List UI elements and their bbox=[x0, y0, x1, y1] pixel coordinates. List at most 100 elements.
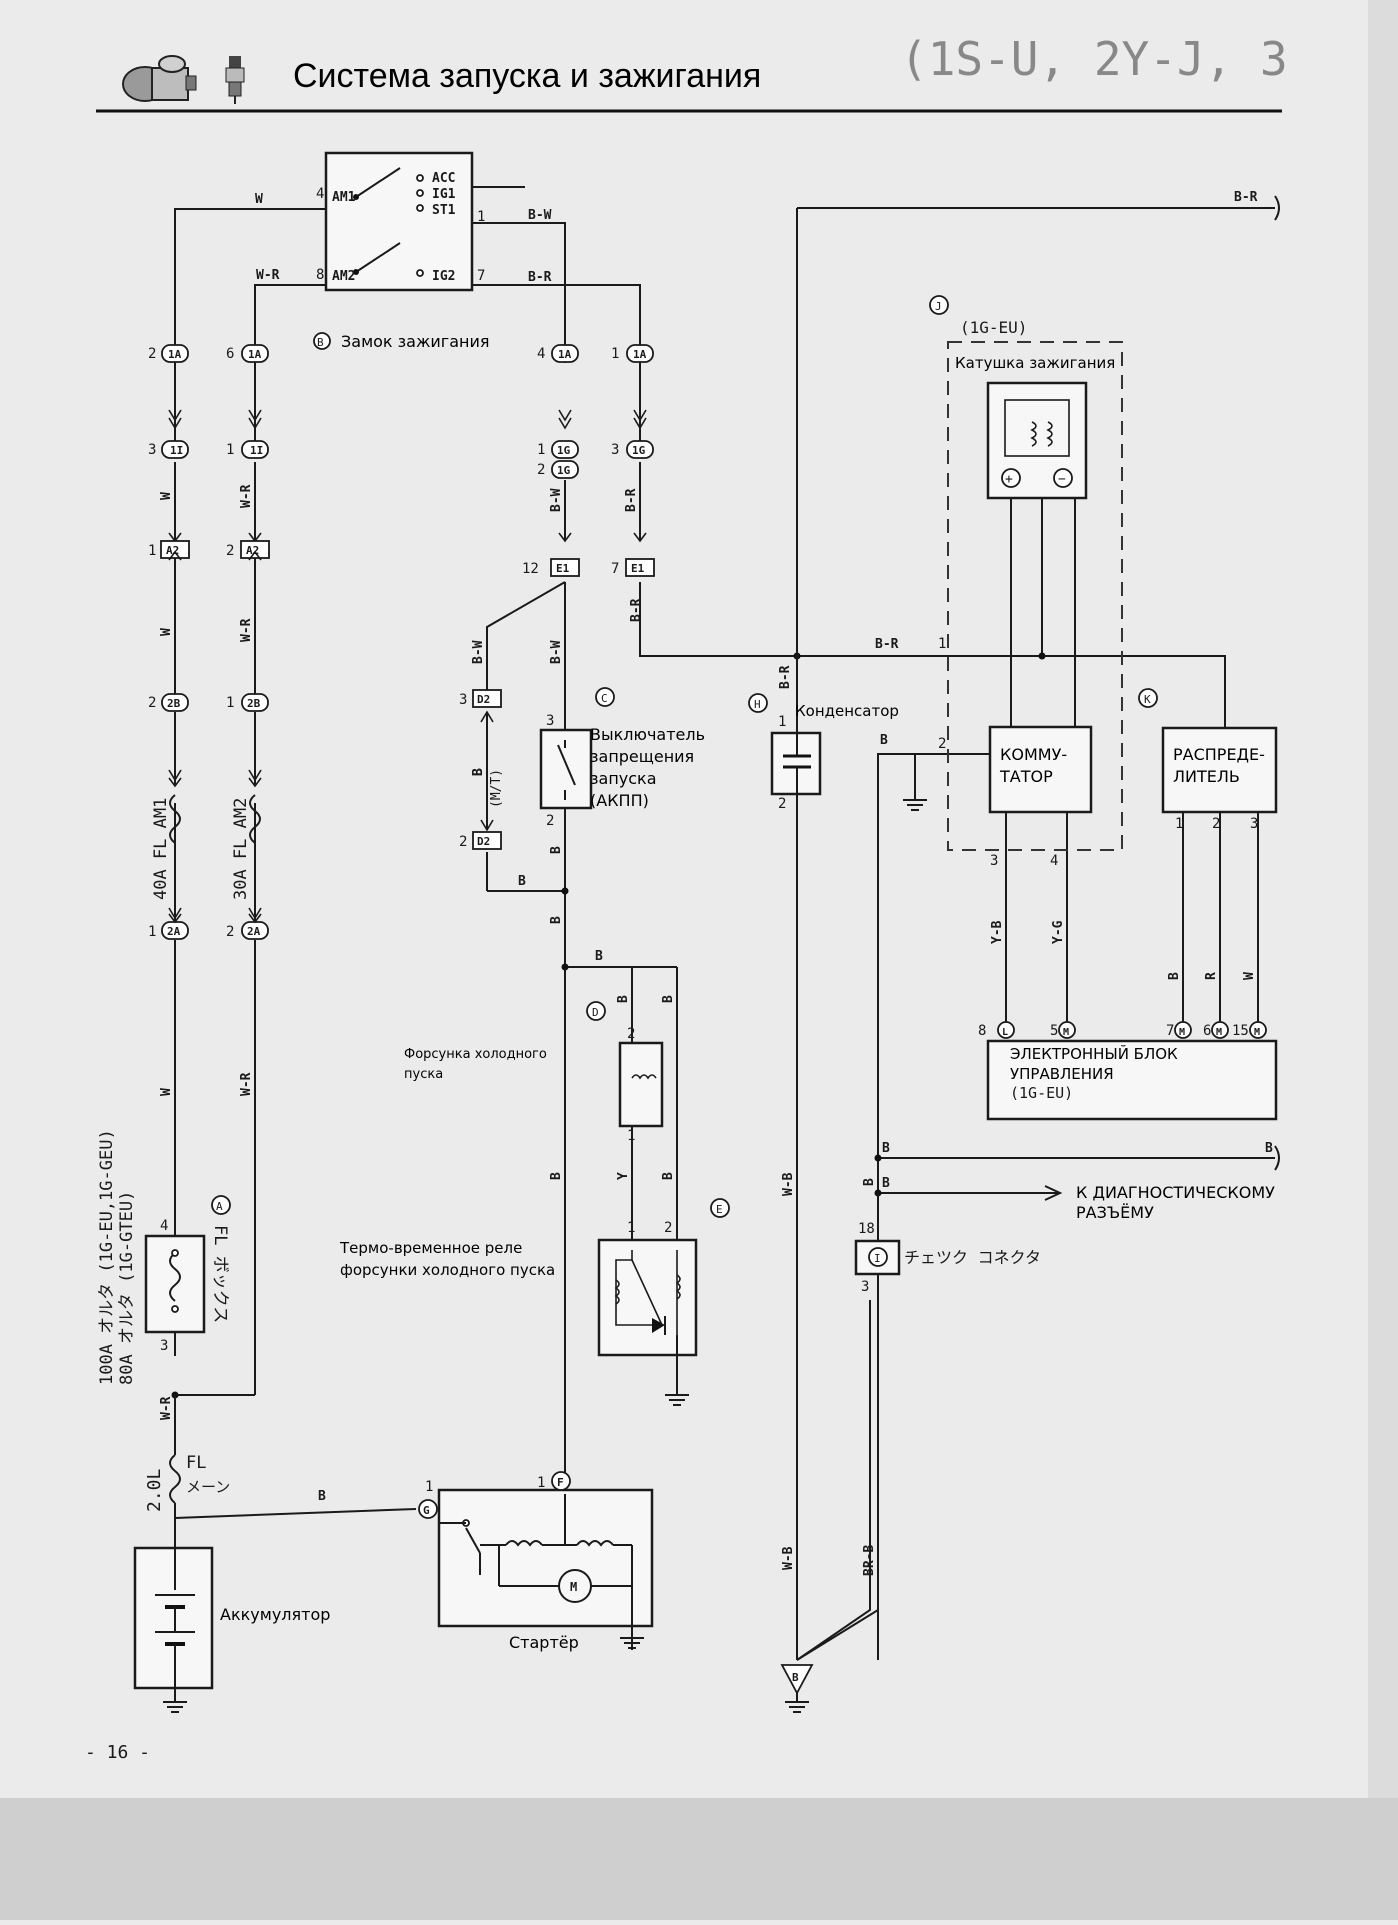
svg-text:−: − bbox=[1058, 472, 1066, 487]
svg-text:1I: 1I bbox=[250, 444, 263, 457]
ground-point-b: B bbox=[780, 1664, 814, 1713]
svg-text:1G: 1G bbox=[557, 444, 571, 457]
svg-text:B: B bbox=[471, 768, 486, 776]
svg-text:3: 3 bbox=[1250, 816, 1258, 832]
starter-label: Стартёр bbox=[509, 1633, 579, 1652]
fuse-am2: 30A FL AM2 bbox=[231, 794, 261, 900]
ecu-label-1: ЭЛЕКТРОННЫЙ БЛОК bbox=[1010, 1044, 1178, 1063]
svg-text:4: 4 bbox=[1050, 853, 1058, 869]
svg-text:I: I bbox=[874, 1252, 881, 1265]
distributor-label-2: ЛИТЕЛЬ bbox=[1173, 767, 1240, 786]
svg-text:3: 3 bbox=[990, 853, 998, 869]
check-connector: I 18 3 bbox=[854, 1193, 901, 1300]
neutral-start-switch: 3 2 C bbox=[539, 687, 615, 829]
svg-text:W-R: W-R bbox=[159, 1396, 174, 1420]
thermo-time-switch: 1 2 E bbox=[597, 1198, 730, 1406]
svg-text:1: 1 bbox=[938, 636, 946, 652]
svg-text:B: B bbox=[471, 768, 486, 776]
terminal-ig1: IG1 bbox=[432, 187, 456, 202]
svg-text:B: B bbox=[862, 1178, 877, 1186]
svg-text:B-R: B-R bbox=[778, 665, 793, 689]
neutral-switch-badge: C bbox=[601, 692, 608, 705]
svg-text:M: M bbox=[1216, 1027, 1222, 1038]
terminal-ig2: IG2 bbox=[432, 269, 455, 284]
capacitor: 1 2 H bbox=[748, 693, 822, 812]
svg-text:B: B bbox=[549, 846, 564, 854]
svg-text:W: W bbox=[159, 492, 174, 500]
svg-text:100A オルタ (1G-EU,1G-GEU): 100A オルタ (1G-EU,1G-GEU) bbox=[97, 1129, 117, 1385]
coil-variant: (1G-EU) bbox=[960, 318, 1027, 337]
pin-st1: 1 bbox=[477, 209, 485, 225]
capacitor-badge: H bbox=[754, 698, 761, 711]
svg-text:D2: D2 bbox=[477, 835, 490, 848]
thermo-switch-label-2: форсунки холодного пуска bbox=[340, 1261, 555, 1279]
svg-text:B: B bbox=[595, 949, 603, 964]
svg-text:2.0L: 2.0L bbox=[144, 1468, 165, 1512]
connector-a2-left: A2 bbox=[160, 540, 190, 559]
svg-text:B: B bbox=[882, 1176, 890, 1191]
starter-motor-icon bbox=[122, 55, 197, 102]
neutral-switch-label-1: Выключатель bbox=[590, 725, 705, 744]
svg-text:Y: Y bbox=[616, 1172, 631, 1180]
svg-text:8: 8 bbox=[978, 1023, 986, 1039]
svg-text:B: B bbox=[1167, 972, 1182, 980]
connector-e1-br: E1 bbox=[625, 558, 655, 577]
svg-text:2: 2 bbox=[537, 462, 545, 478]
svg-text:6: 6 bbox=[226, 346, 234, 362]
svg-text:R: R bbox=[1204, 972, 1219, 980]
connector-1a-br: 1A bbox=[626, 344, 654, 363]
svg-text:1A: 1A bbox=[168, 348, 182, 361]
svg-text:B: B bbox=[792, 1671, 799, 1684]
svg-text:1: 1 bbox=[537, 442, 545, 458]
svg-text:3: 3 bbox=[861, 1279, 869, 1295]
svg-text:W-R: W-R bbox=[239, 618, 254, 642]
connector-1g-2: 1G bbox=[551, 460, 579, 479]
svg-text:B: B bbox=[1265, 1141, 1273, 1156]
svg-text:(M/T): (M/T) bbox=[489, 769, 504, 808]
svg-text:B-W: B-W bbox=[471, 640, 486, 664]
igniter-label-2: ТАТОР bbox=[999, 767, 1053, 786]
svg-text:1: 1 bbox=[226, 695, 234, 711]
svg-text:1: 1 bbox=[226, 442, 234, 458]
svg-text:3: 3 bbox=[148, 442, 156, 458]
svg-text:7: 7 bbox=[1166, 1023, 1174, 1039]
svg-text:W-R: W-R bbox=[239, 1072, 254, 1096]
diagnostic-note-1: К ДИАГНОСТИЧЕСКОМУ bbox=[1076, 1183, 1275, 1202]
neutral-switch-label-2: запрещения bbox=[590, 747, 694, 766]
svg-text:W: W bbox=[159, 1088, 174, 1096]
svg-text:1A: 1A bbox=[558, 348, 572, 361]
svg-text:3: 3 bbox=[459, 692, 467, 708]
svg-text:B: B bbox=[661, 1172, 676, 1180]
capacitor-label: Конденсатор bbox=[795, 702, 899, 720]
svg-text:3: 3 bbox=[160, 1338, 168, 1354]
svg-text:B-R: B-R bbox=[528, 270, 552, 285]
battery-label: Аккумулятор bbox=[220, 1605, 330, 1624]
check-connector-label: チェツク コネクタ bbox=[904, 1248, 1041, 1267]
svg-text:K: K bbox=[1144, 693, 1151, 706]
svg-text:4: 4 bbox=[537, 346, 545, 362]
svg-text:3: 3 bbox=[611, 442, 619, 458]
fusible-link-badge: A bbox=[216, 1200, 223, 1213]
pin-ig2: 7 bbox=[477, 268, 485, 284]
svg-text:4: 4 bbox=[160, 1218, 168, 1234]
neutral-switch-label-3: запуска bbox=[590, 769, 657, 788]
wire-color-labels: W W-R B-W B-R W W-R B-R B-W B-W B-R B-R … bbox=[159, 190, 1273, 1576]
svg-text:1A: 1A bbox=[248, 348, 262, 361]
connector-e1-bw: E1 bbox=[550, 558, 580, 577]
svg-text:7: 7 bbox=[611, 561, 619, 577]
igniter-label-1: КОММУ- bbox=[1000, 745, 1067, 764]
svg-text:B: B bbox=[880, 733, 888, 748]
svg-text:J: J bbox=[935, 300, 942, 313]
connector-1a-left: 1A bbox=[161, 344, 189, 363]
connector-d2-top: D2 bbox=[472, 689, 502, 708]
ignition-switch-badge bbox=[313, 332, 331, 350]
svg-text:6: 6 bbox=[1203, 1023, 1211, 1039]
svg-text:1: 1 bbox=[148, 543, 156, 559]
svg-text:W-B: W-B bbox=[781, 1546, 796, 1570]
svg-text:1A: 1A bbox=[633, 348, 647, 361]
svg-text:2A: 2A bbox=[167, 925, 181, 938]
svg-text:B-R: B-R bbox=[629, 598, 644, 622]
connector-2b-left: 2B bbox=[161, 693, 189, 712]
svg-text:2: 2 bbox=[778, 796, 786, 812]
